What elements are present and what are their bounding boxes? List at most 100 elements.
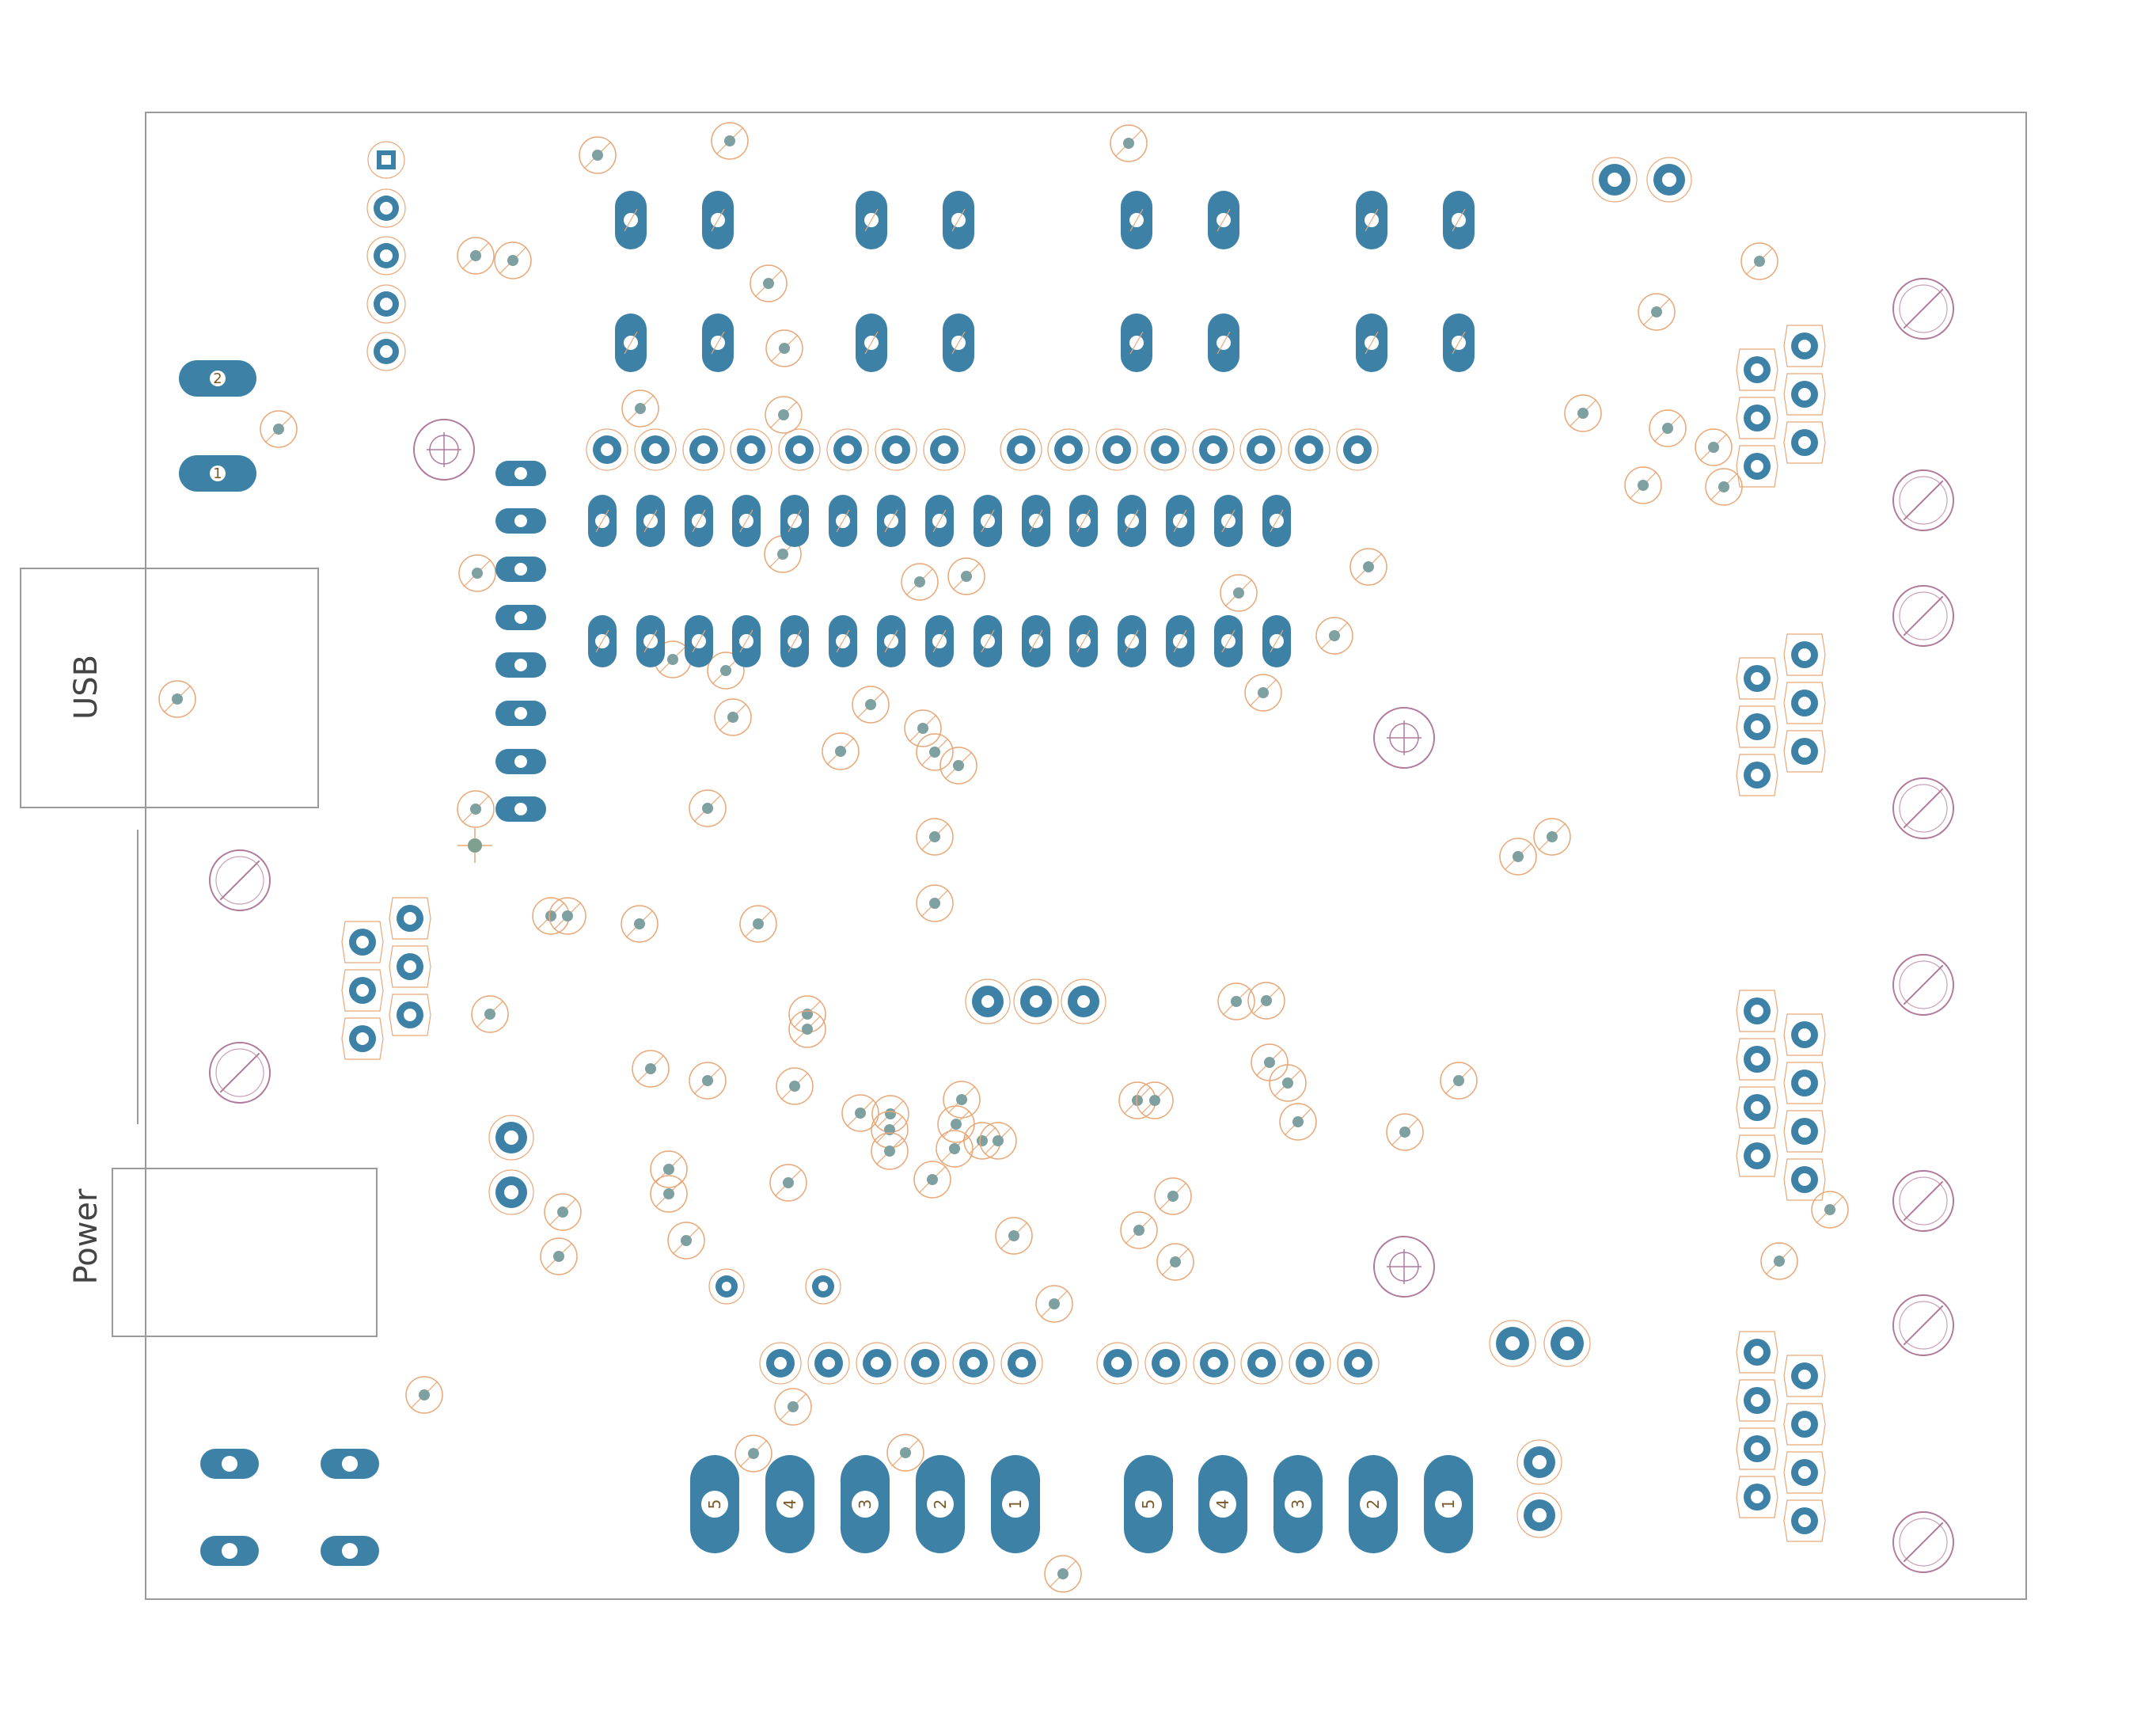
header-pin — [366, 332, 406, 371]
switch-pad — [943, 314, 974, 372]
dip-pin — [1166, 495, 1194, 547]
switch-pad — [1208, 191, 1239, 249]
via-icon — [260, 410, 298, 448]
dip-pin — [1214, 615, 1243, 667]
terminal-a-pin-label: 2 — [931, 1499, 950, 1510]
via-icon — [788, 1010, 826, 1048]
header-pin — [778, 428, 821, 471]
header-pin — [586, 428, 628, 471]
header-pin — [1193, 1342, 1236, 1385]
via-icon — [939, 747, 977, 785]
via-icon — [841, 1094, 879, 1132]
via-icon — [904, 709, 942, 747]
screw-terminal-pin — [841, 1455, 890, 1553]
via-icon — [776, 1067, 814, 1105]
via-icon — [979, 1122, 1017, 1160]
via-icon — [734, 1434, 772, 1472]
servo-pin — [1736, 705, 1778, 748]
via-icon — [1251, 1043, 1289, 1081]
header-pin — [1095, 428, 1138, 471]
screw-terminal-pin — [1273, 1455, 1323, 1553]
via-icon — [995, 1217, 1033, 1255]
jumper-pin-2-label: 2 — [213, 370, 222, 387]
header-pin — [856, 1342, 898, 1385]
header-pin — [1000, 428, 1042, 471]
via-icon — [901, 563, 939, 601]
terminal-a-pin-label: 4 — [780, 1499, 799, 1510]
dip-pin — [732, 615, 761, 667]
header-pin — [875, 428, 917, 471]
via-icon — [886, 1434, 924, 1472]
dip-pin — [877, 495, 905, 547]
header-pin — [952, 1342, 995, 1385]
test-pad — [805, 1268, 841, 1305]
via-icon — [1279, 1103, 1317, 1141]
switch-pad — [1208, 314, 1239, 372]
dip-pin — [732, 495, 761, 547]
via-icon — [1811, 1191, 1849, 1229]
header-pin — [904, 1342, 947, 1385]
screw-terminal-pin — [1124, 1455, 1173, 1553]
via-icon — [871, 1132, 909, 1170]
header-pin — [366, 236, 406, 276]
dip-pin — [1022, 615, 1050, 667]
via-icon — [621, 905, 659, 943]
servo-pin — [1736, 754, 1778, 796]
dip-pin — [1022, 495, 1050, 547]
servo-pin — [1783, 1403, 1826, 1446]
header-pin — [826, 428, 869, 471]
header-pin — [495, 557, 546, 582]
via-icon — [822, 732, 860, 770]
dip-pin — [1166, 615, 1194, 667]
via-icon — [916, 818, 954, 856]
header-pin — [1289, 1342, 1331, 1385]
test-pad — [708, 1268, 745, 1305]
terminal-b-pin-label: 3 — [1289, 1499, 1308, 1510]
sensor-pin — [389, 945, 431, 988]
switch-pad — [856, 314, 887, 372]
terminal-a-pin-label: 1 — [1006, 1499, 1025, 1510]
header-pin — [730, 428, 772, 471]
connector-pin — [1646, 157, 1692, 203]
header-pin-square — [367, 141, 405, 179]
mounting-hole-icon — [1892, 1294, 1954, 1356]
via-icon — [544, 1193, 582, 1231]
connector-pin — [1516, 1492, 1562, 1538]
power-pin — [488, 1169, 534, 1215]
terminal-b-pin-label: 2 — [1364, 1499, 1383, 1510]
dip-pin — [780, 495, 809, 547]
via-layer — [158, 122, 1849, 1593]
via-icon — [1044, 1555, 1082, 1593]
via-icon — [158, 680, 196, 718]
header-pin — [495, 701, 546, 726]
servo-pin — [1736, 1086, 1778, 1129]
via-icon — [1533, 818, 1571, 856]
switch-pad — [1121, 191, 1152, 249]
dip-pin — [588, 615, 617, 667]
via-icon — [1386, 1113, 1424, 1151]
terminal-a-pin-label: 5 — [705, 1499, 724, 1510]
power-pin — [488, 1115, 534, 1161]
via-icon — [1649, 409, 1687, 447]
terminal-pin-labels: 5 4 3 2 1 5 4 3 2 1 — [705, 1499, 1458, 1510]
mounting-hole-icon — [1892, 278, 1954, 340]
header-pin — [923, 428, 966, 471]
via-icon — [532, 897, 570, 935]
sensor-pin — [389, 994, 431, 1036]
header-pin — [495, 461, 546, 486]
via-icon — [1349, 548, 1387, 586]
switch-pad — [856, 191, 887, 249]
via-icon — [947, 557, 985, 595]
dip-pin — [925, 615, 954, 667]
sensor-pin — [341, 1017, 384, 1060]
servo-pin — [1736, 1476, 1778, 1518]
mounting-hole-icon — [1892, 469, 1954, 531]
dip-pin — [829, 495, 857, 547]
header-pin — [634, 428, 677, 471]
via-icon — [457, 237, 495, 275]
via-icon — [405, 1376, 443, 1414]
button-pad — [321, 1449, 379, 1479]
servo-pin — [1736, 1134, 1778, 1177]
via-icon — [1499, 838, 1537, 876]
via-icon — [1120, 1211, 1158, 1249]
